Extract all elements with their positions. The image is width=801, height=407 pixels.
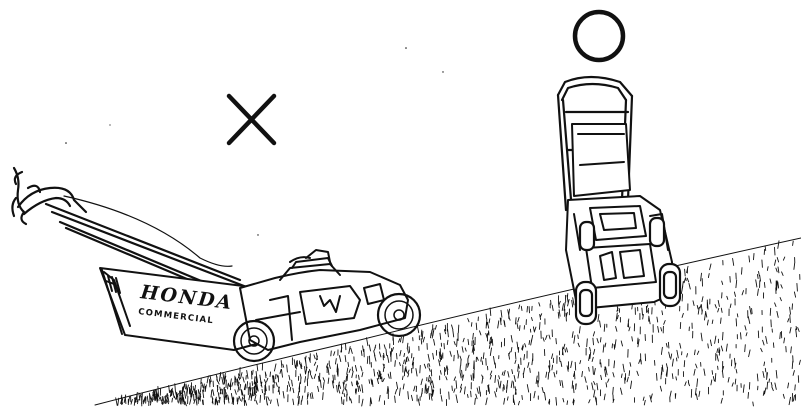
- mower-up-slope: [558, 77, 680, 324]
- grass-bag-upright: [572, 124, 630, 196]
- cross-mark-icon: [229, 96, 274, 143]
- speck-marks: [65, 47, 444, 236]
- circle-mark-icon: [575, 12, 623, 60]
- mower-across-slope: HONDA COMMERCIAL: [12, 168, 420, 361]
